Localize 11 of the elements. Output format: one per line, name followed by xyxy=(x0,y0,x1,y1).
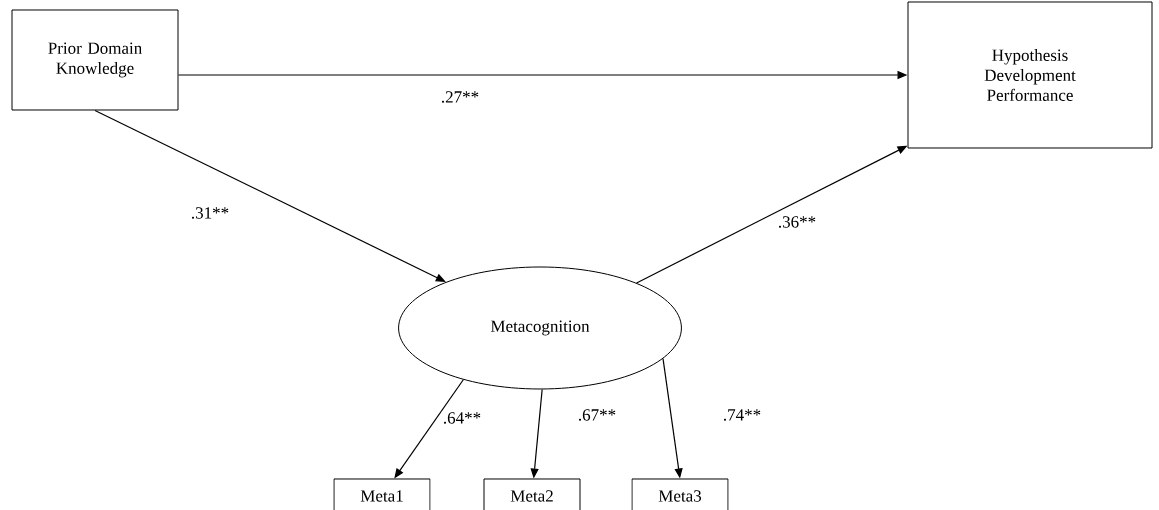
variable-box: Prior Domain Knowledge xyxy=(11,9,179,111)
edge-label: .74** xyxy=(721,408,763,422)
edge-label: .27** xyxy=(439,90,481,104)
variable-box: Meta2 xyxy=(483,478,581,510)
edge-label: .67** xyxy=(576,408,618,422)
variable-box: Meta3 xyxy=(631,478,729,510)
edge-label: .31** xyxy=(189,206,231,220)
variable-box: Meta1 xyxy=(333,478,431,510)
variable-box: Hypothesis Development Performance xyxy=(907,1,1153,149)
edge-label: .64** xyxy=(441,411,483,425)
edge-label: .36** xyxy=(776,215,818,229)
